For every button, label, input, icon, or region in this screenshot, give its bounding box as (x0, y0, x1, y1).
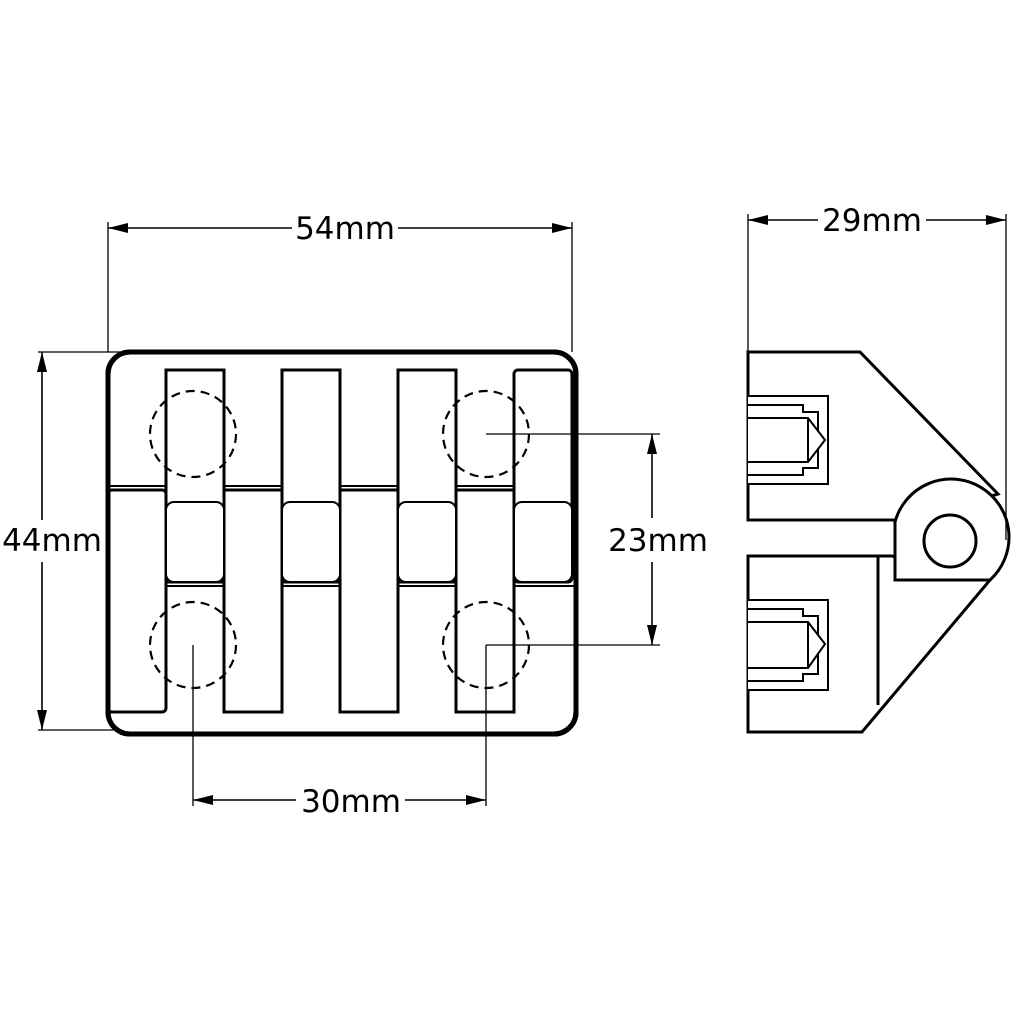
mounting-hole-top-left (148, 389, 238, 479)
depth-label: 29mm (822, 203, 922, 239)
vertical-hole-spacing-dimension: 23mm (486, 433, 708, 646)
hinge-pin (922, 513, 978, 569)
front-view (105, 349, 579, 737)
depth-dimension: 29mm (747, 203, 1007, 540)
horizontal-hole-spacing-label: 30mm (301, 784, 401, 820)
height-label: 44mm (2, 523, 102, 559)
width-label: 54mm (295, 211, 395, 247)
knuckle-joints (165, 501, 573, 583)
lower-screw-insert (748, 599, 829, 691)
side-view (746, 350, 1011, 734)
upper-screw-insert (748, 395, 829, 485)
width-dimension: 54mm (107, 211, 573, 352)
height-dimension: 44mm (2, 351, 120, 731)
vertical-hole-spacing-label: 23mm (608, 523, 708, 559)
horizontal-hole-spacing-dimension: 30mm (192, 645, 487, 820)
